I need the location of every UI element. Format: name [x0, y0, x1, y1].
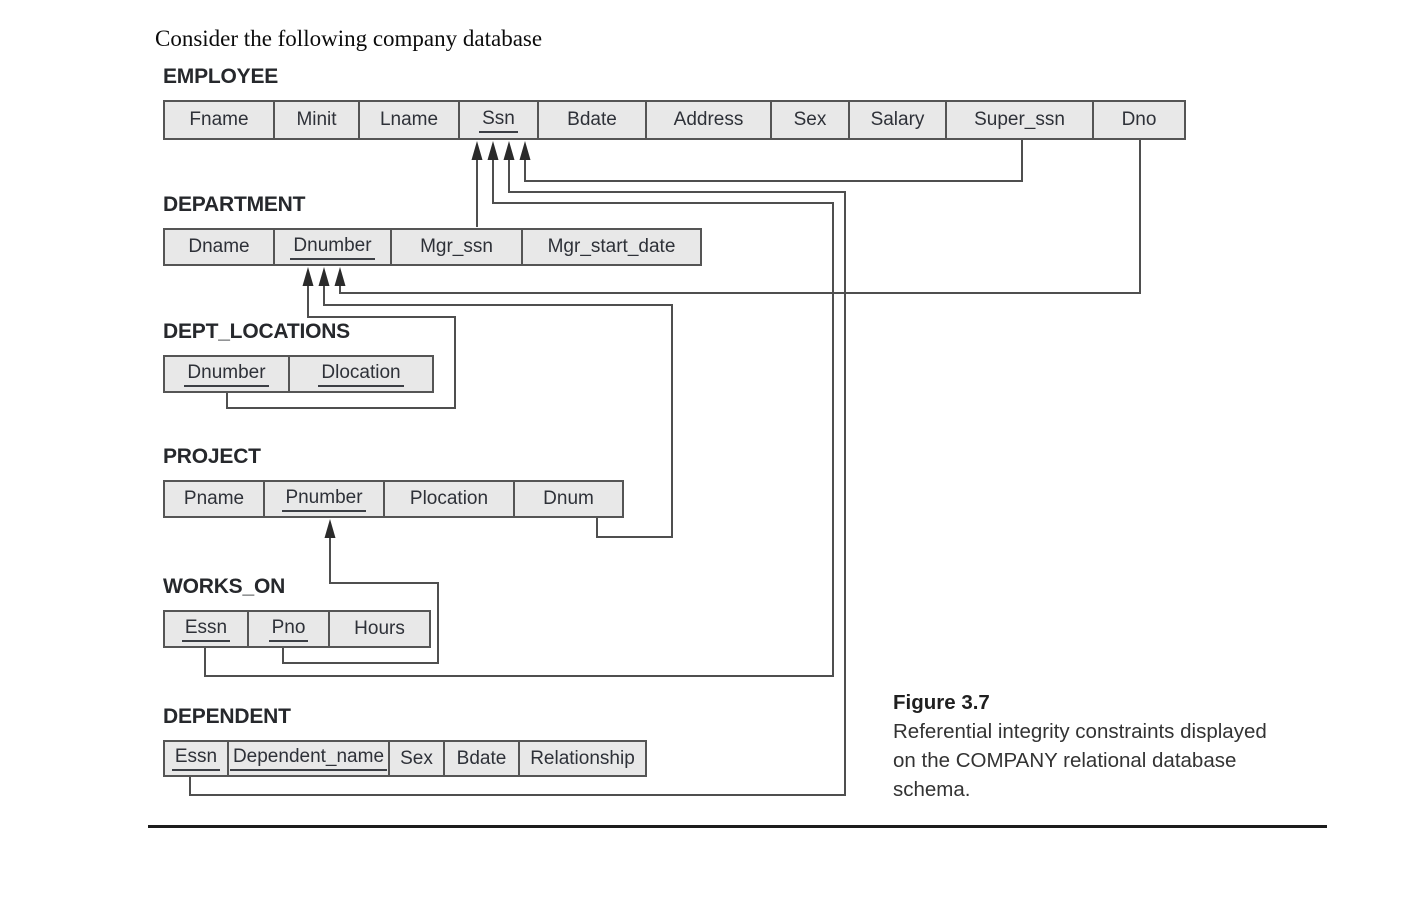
field-label: Relationship — [530, 747, 635, 769]
arrowhead-ssn-4 — [519, 141, 531, 160]
field-dependent-dependent_name: Dependent_name — [229, 742, 390, 775]
table-name-employee: EMPLOYEE — [163, 65, 279, 88]
field-label: Dnum — [543, 488, 594, 509]
field-label: Super_ssn — [974, 109, 1065, 130]
field-employee-super_ssn: Super_ssn — [947, 102, 1094, 138]
field-employee-salary: Salary — [850, 102, 947, 138]
arrowhead-ssn-1 — [471, 141, 483, 160]
wire-works-on-essn-to-ssn — [204, 146, 834, 677]
field-employee-bdate: Bdate — [539, 102, 647, 138]
field-label: Pname — [183, 488, 245, 509]
arrowhead-pnumber-1 — [324, 519, 336, 538]
field-department-dnumber: Dnumber — [275, 230, 392, 264]
field-label-pk: Essn — [181, 617, 231, 642]
arrowhead-dnumber-1 — [302, 267, 314, 286]
table-name-works_on: WORKS_ON — [163, 575, 286, 598]
field-label: Plocation — [409, 488, 489, 509]
field-employee-ssn: Ssn — [460, 102, 539, 138]
field-employee-minit: Minit — [275, 102, 360, 138]
wire-dno-to-dnumber — [339, 140, 1141, 294]
field-label: Dname — [188, 236, 250, 257]
field-label-pk: Pnumber — [282, 487, 366, 512]
field-project-dnum: Dnum — [515, 482, 622, 516]
field-label-pk: Ssn — [479, 108, 518, 133]
field-label: Sex — [793, 109, 827, 130]
field-label: Sex — [400, 747, 433, 769]
field-label-pk: Pno — [268, 617, 309, 642]
field-employee-lname: Lname — [360, 102, 460, 138]
field-label-pk: Dnumber — [184, 362, 269, 387]
table-name-dependent: DEPENDENT — [163, 705, 291, 728]
figure-caption-line-3: schema. — [893, 778, 971, 801]
field-label: Hours — [354, 618, 405, 639]
field-employee-fname: Fname — [165, 102, 275, 138]
field-label: Fname — [189, 109, 249, 130]
field-label-pk: Dlocation — [318, 362, 404, 387]
intro-text: Consider the following company database — [155, 26, 543, 51]
field-label: Mgr_start_date — [547, 236, 676, 257]
table-row-employee: Fname Minit Lname Ssn Bdate Address Sex Salary S… — [163, 100, 1186, 140]
field-works_on-hours: Hours — [330, 612, 429, 646]
arrowhead-dnumber-2 — [318, 267, 330, 286]
field-employee-sex: Sex — [772, 102, 850, 138]
field-dependent-relationship: Relationship — [520, 742, 645, 775]
field-dependent-essn: Essn — [165, 742, 229, 775]
field-label: Mgr_ssn — [420, 236, 493, 257]
arrowhead-dnumber-3 — [334, 267, 346, 286]
table-name-dept_locations: DEPT_LOCATIONS — [163, 320, 350, 343]
field-label: Bdate — [456, 747, 507, 769]
field-label: Dno — [1121, 109, 1157, 130]
field-dependent-bdate: Bdate — [445, 742, 520, 775]
field-employee-dno: Dno — [1094, 102, 1184, 138]
figure-caption-line-2: on the COMPANY relational database — [893, 749, 1237, 772]
field-department-mgr_ssn: Mgr_ssn — [392, 230, 523, 264]
table-row-works_on: Essn Pno Hours — [163, 610, 431, 648]
arrowhead-ssn-2 — [487, 141, 499, 160]
field-project-plocation: Plocation — [385, 482, 515, 516]
table-name-project: PROJECT — [163, 445, 261, 468]
field-project-pname: Pname — [165, 482, 265, 516]
field-label-pk: Dnumber — [290, 235, 375, 260]
table-row-dependent: Essn Dependent_name Sex Bdate Relationship — [163, 740, 647, 777]
bottom-rule — [148, 825, 1327, 828]
field-label-pk: Essn — [171, 746, 221, 771]
field-department-dname: Dname — [165, 230, 275, 264]
field-label: Address — [673, 109, 744, 130]
field-label: Bdate — [567, 109, 617, 130]
field-employee-address: Address — [647, 102, 772, 138]
table-row-dept_locations: Dnumber Dlocation — [163, 355, 434, 393]
field-label-pk: Dependent_name — [229, 746, 388, 771]
arrowhead-ssn-3 — [503, 141, 515, 160]
figure-caption-title: Figure 3.7 — [893, 691, 990, 714]
field-label: Lname — [379, 109, 439, 130]
field-works_on-essn: Essn — [165, 612, 249, 646]
figure-caption: Figure 3.7 Referential integrity constra… — [893, 688, 1333, 804]
field-project-pnumber: Pnumber — [265, 482, 385, 516]
table-name-department: DEPARTMENT — [163, 193, 306, 216]
field-label: Minit — [296, 109, 337, 130]
field-dept_locations-dnumber: Dnumber — [165, 357, 290, 391]
table-row-project: Pname Pnumber Plocation Dnum — [163, 480, 624, 518]
field-department-mgr_start_date: Mgr_start_date — [523, 230, 700, 264]
table-row-department: Dname Dnumber Mgr_ssn Mgr_start_date — [163, 228, 702, 266]
field-dept_locations-dlocation: Dlocation — [290, 357, 432, 391]
field-label: Salary — [870, 109, 925, 130]
figure-caption-line-1: Referential integrity constraints displa… — [893, 720, 1267, 743]
wire-super-ssn-to-ssn — [524, 140, 1023, 182]
field-works_on-pno: Pno — [249, 612, 330, 646]
field-dependent-sex: Sex — [390, 742, 445, 775]
